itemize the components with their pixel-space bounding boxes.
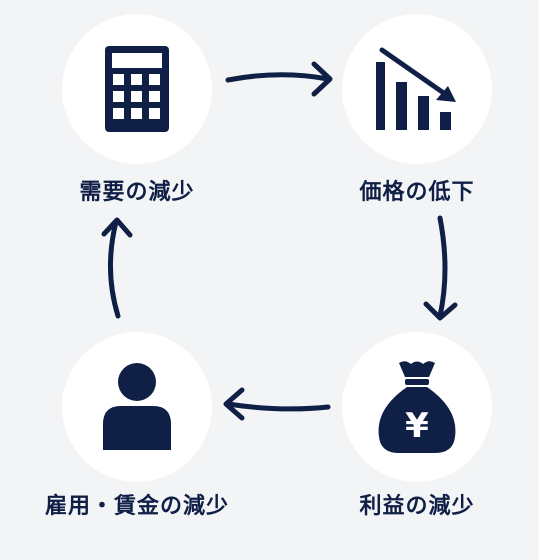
price-drop-label: 価格の低下: [359, 180, 475, 205]
arrow-profit-to-employment: [223, 387, 331, 421]
employment-node-circle: [62, 332, 212, 482]
arrow-price-to-profit: [423, 215, 458, 321]
arrow-employment-to-demand: [101, 217, 133, 319]
declining-bar-chart-icon: [376, 47, 456, 130]
arrow-demand-to-price: [225, 61, 333, 97]
yen-symbol: ¥: [405, 406, 429, 446]
yen-money-bag-icon: ¥: [378, 361, 456, 453]
person-icon: [103, 363, 171, 450]
employment-wage-decrease-label: 雇用・賃金の減少: [44, 494, 229, 519]
calculator-icon: [105, 46, 169, 132]
demand-decrease-label: 需要の減少: [79, 180, 195, 205]
profit-decrease-label: 利益の減少: [359, 494, 475, 519]
price-node-circle: [342, 14, 492, 164]
demand-node-circle: [62, 14, 212, 164]
profit-node-circle: ¥: [342, 332, 492, 482]
